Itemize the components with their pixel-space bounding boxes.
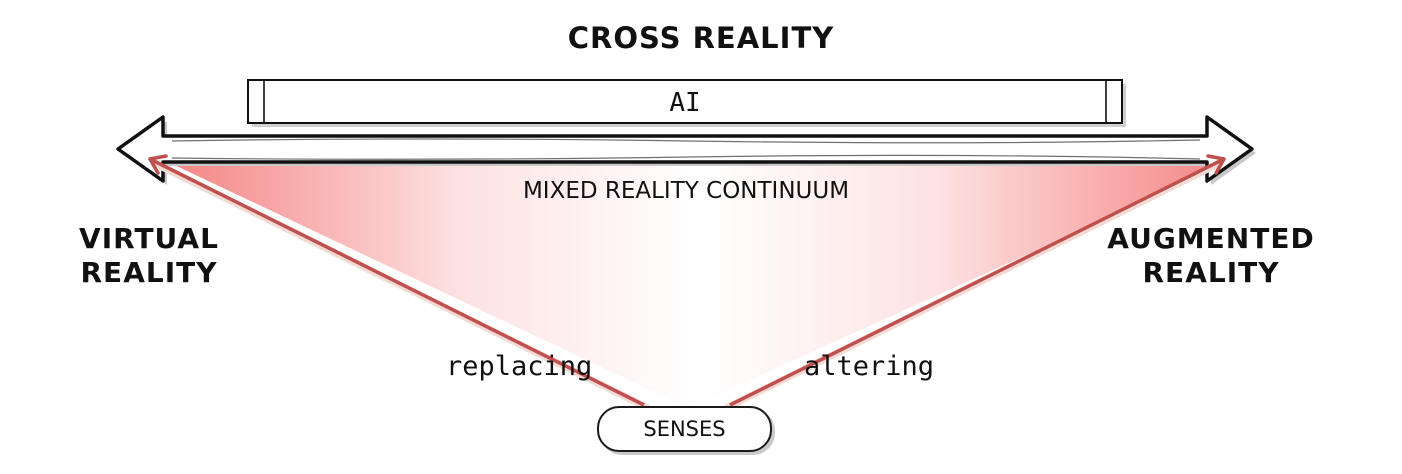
ai-bar xyxy=(247,79,1126,127)
virtual-reality-line1: VIRTUAL xyxy=(79,222,219,255)
replacing-label: replacing xyxy=(446,351,593,382)
augmented-reality-line2: REALITY xyxy=(1142,256,1280,289)
ai-bar-label: AI xyxy=(669,88,701,118)
diagram-title: CROSS REALITY xyxy=(567,21,835,55)
continuum-gradient-fan xyxy=(168,162,1232,408)
continuum-label: MIXED REALITY CONTINUUM xyxy=(522,178,850,204)
virtual-reality-label: VIRTUAL REALITY xyxy=(66,222,232,290)
augmented-reality-label: AUGMENTED REALITY xyxy=(1098,222,1324,290)
augmented-reality-line1: AUGMENTED xyxy=(1107,222,1315,255)
altering-arrow xyxy=(724,154,1226,412)
senses-node: SENSES xyxy=(597,406,772,452)
altering-label: altering xyxy=(804,351,935,382)
virtual-reality-line2: REALITY xyxy=(80,256,218,289)
replacing-arrow xyxy=(148,154,650,412)
